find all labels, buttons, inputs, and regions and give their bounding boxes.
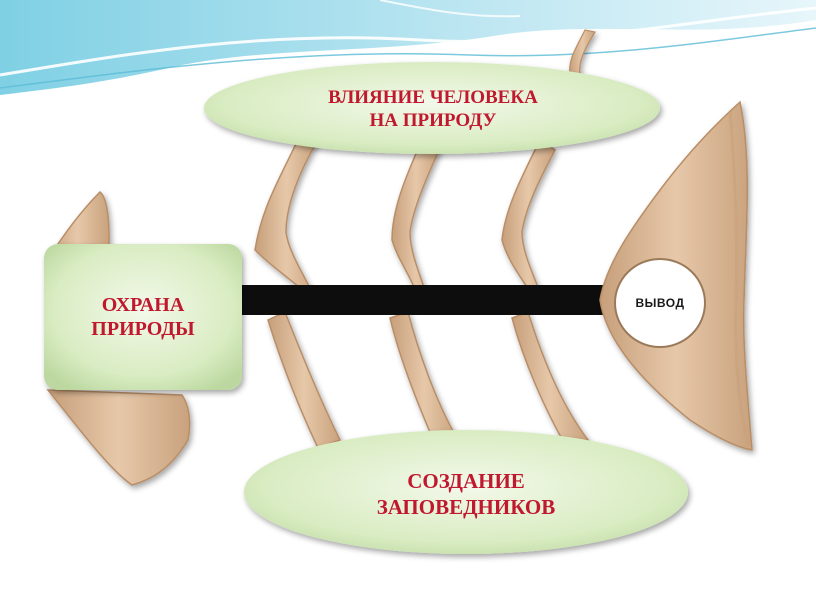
head-eye-circle: [614, 258, 706, 348]
bottom-cause-ellipse: [244, 430, 688, 554]
wave-decoration: [0, 0, 816, 95]
upper-rib-2: [391, 139, 441, 291]
tail-box: [44, 244, 242, 390]
upper-rib-1: [254, 134, 320, 289]
head-label: ВЫВОД: [635, 295, 685, 310]
fish-head: [599, 100, 753, 451]
upper-ribs: [254, 29, 596, 293]
top-cause-label: ВЛИЯНИЕ ЧЕЛОВЕКА НА ПРИРОДУ: [328, 86, 538, 131]
lower-rib-2: [389, 311, 460, 447]
tail-label: ОХРАНА ПРИРОДЫ: [91, 293, 195, 340]
upper-rib-3: [501, 138, 556, 293]
lower-rib-3: [511, 311, 590, 447]
lower-rib-1: [267, 310, 342, 449]
spine: [236, 285, 608, 315]
top-cause-ellipse: [204, 62, 660, 154]
bottom-cause-label: СОЗДАНИЕ ЗАПОВЕДНИКОВ: [376, 469, 556, 519]
lower-ribs: [267, 310, 590, 449]
